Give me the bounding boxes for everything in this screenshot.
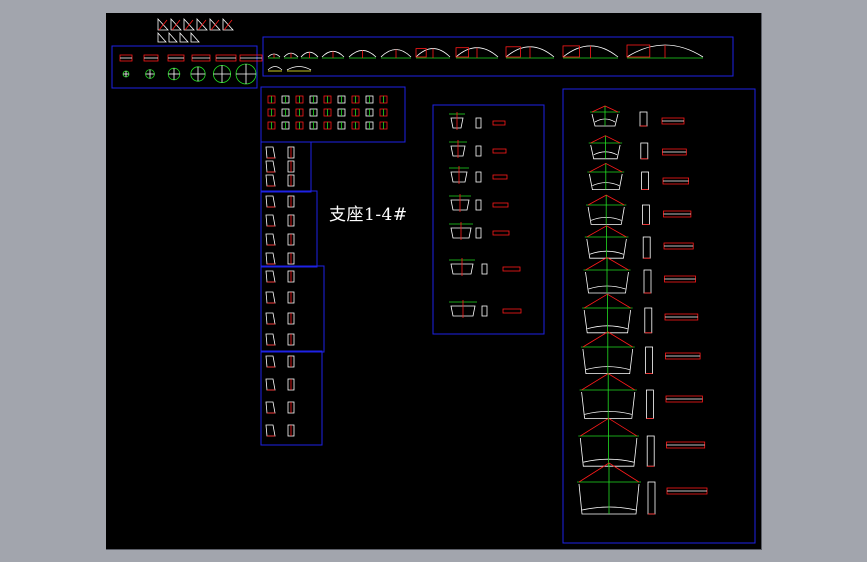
mid-bearing-plan [492,174,508,180]
right-bearing-elevation [646,389,654,419]
frame-bearing-plans [111,45,258,89]
triangle-detail-red [184,19,194,31]
cad-model-space[interactable]: 支座1-4# [106,13,762,550]
mid-bearing-elevation [475,199,482,211]
frame-column-3 [260,265,325,353]
column-section [265,355,276,368]
mid-bearing-elevation [475,227,482,239]
mid-bearing-plan [492,230,510,236]
frame-arch-strip [262,36,734,77]
column-section [265,401,276,414]
right-bearing-elevation [639,111,648,127]
mid-bearing-elevation [475,145,482,157]
right-bearing-elevation [645,346,653,375]
right-bearing-elevation [642,236,651,259]
drawing-title-text: 支座1-4# [329,205,408,225]
arch-profile-small [286,66,312,71]
mid-bearing-elevation [475,171,482,183]
column-section [265,195,276,208]
right-bearing-elevation [646,435,655,467]
mid-bearing-plan [502,266,521,272]
mid-bearing-elevation [475,117,482,129]
mid-bearing-plan [492,202,509,208]
right-bearing-elevation [643,269,652,294]
mid-bearing-plan [492,120,506,126]
frame-right-group [562,88,756,544]
column-section [265,424,276,437]
triangle-detail-small [157,31,167,43]
triangle-detail-red [210,19,220,31]
triangle-detail-red [197,19,207,31]
arch-end-block [455,47,470,58]
column-section [265,312,276,325]
frame-column-2 [260,190,318,268]
right-bearing-elevation [644,307,653,334]
right-bearing-elevation [647,481,656,515]
triangle-detail-red [171,19,181,31]
drawing-canvas[interactable] [106,13,761,549]
column-section [265,378,276,391]
frame-small-parts [260,86,406,143]
mid-bearing-section [450,263,474,275]
arch-end-block [505,46,521,58]
mid-bearing-section [450,171,468,183]
arch-end-block [562,45,580,58]
mid-bearing-elevation [481,305,488,317]
frame-column-4 [260,350,323,446]
triangle-detail-small [168,31,178,43]
mid-bearing-section [450,145,466,157]
arch-end-block [626,44,651,58]
column-section [265,174,276,187]
right-bearing-elevation [642,204,650,225]
column-section [265,146,276,159]
column-section [265,270,276,283]
column-section [265,291,276,304]
arch-profile-small [267,66,283,71]
mid-bearing-section [450,305,476,317]
column-section [265,333,276,346]
frame-column-1 [260,141,312,193]
column-section [265,252,276,265]
column-section [265,214,276,227]
right-bearing-elevation [641,171,649,191]
right-bearing-body [586,238,627,259]
frame-middle-group [432,104,545,335]
mid-bearing-plan [502,308,522,314]
triangle-detail-red [158,19,168,31]
triangle-detail-red [223,19,233,31]
triangle-detail-small [190,31,200,43]
right-bearing-elevation [640,142,649,160]
triangle-detail-small [179,31,189,43]
mid-bearing-plan [492,148,507,154]
mid-bearing-section [450,227,472,239]
column-section [265,233,276,246]
arch-end-block [415,48,427,58]
mid-bearing-section [450,117,464,129]
mid-bearing-elevation [481,263,488,275]
mid-bearing-section [450,199,470,211]
column-section [265,160,276,173]
